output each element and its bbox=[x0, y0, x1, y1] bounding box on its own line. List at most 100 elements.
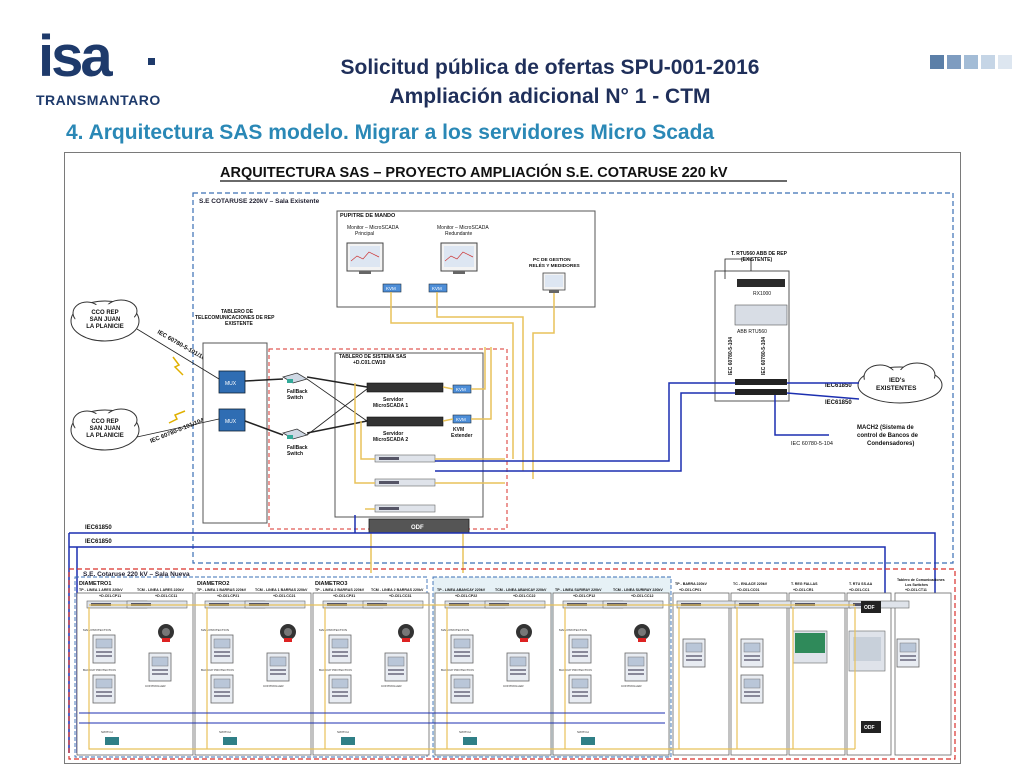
svg-text:BACKUP PROTECTION: BACKUP PROTECTION bbox=[441, 668, 474, 672]
tp-barras-2-label: TP - LINEA 1 BARRAS 220kV bbox=[197, 588, 247, 592]
page-subtitle: 4. Arquitectura SAS modelo. Migrar a los… bbox=[66, 121, 715, 144]
sala-existente-frame bbox=[192, 192, 954, 564]
decor-square-5 bbox=[998, 55, 1012, 69]
decor-square-3 bbox=[964, 55, 978, 69]
tc-enlace-label: TC - ENLACE 220kV bbox=[733, 582, 768, 586]
tp-suriray-label: TP - LINEA SURIRAY 220kV bbox=[555, 588, 602, 592]
tablero-sas-label: TABLERO DE SISTEMA SAS+D.C01.CW10 bbox=[339, 354, 407, 366]
rtu-switch-2 bbox=[735, 389, 787, 395]
cabinet-group bbox=[76, 592, 952, 756]
tcm-barras-2-code: +D.C01.CC21 bbox=[273, 594, 295, 598]
rtu-switch-1 bbox=[735, 379, 787, 385]
lightning-link-2 bbox=[168, 410, 186, 424]
sas-switch-2 bbox=[374, 478, 436, 487]
tp-linea-1-label: TP - LINEA 1 ARES 220kV bbox=[79, 588, 123, 592]
cco-cloud-1 bbox=[70, 299, 140, 342]
sala-nueva-frame bbox=[68, 568, 956, 760]
diametro3-label: DIAMETRO3 bbox=[315, 581, 347, 587]
lightning-link-1 bbox=[172, 356, 184, 376]
fallback-switch-2 bbox=[282, 428, 308, 440]
tablero-sas-panel bbox=[334, 352, 484, 518]
svg-text:BACKUP PROTECTION: BACKUP PROTECTION bbox=[319, 668, 352, 672]
rx1000-label: RX1000 bbox=[753, 291, 771, 297]
rtu-iec-104-b: IEC 60780-5-104 bbox=[761, 337, 767, 375]
monitor-redundante-icon bbox=[440, 242, 478, 274]
tcm-barras-3-label: TCM - LINEA 2 BARRAS 220kV bbox=[371, 588, 424, 592]
tp-barras-3-code: +D.C01.CP31 bbox=[333, 594, 355, 598]
iec-link-label-2: IEC 60780-5-101/104 bbox=[150, 418, 206, 445]
svg-text:MAIN PROTECTION: MAIN PROTECTION bbox=[319, 628, 347, 632]
kvm-label-2: KVM bbox=[432, 286, 442, 291]
kvm-sas-label-1: KVM bbox=[456, 387, 466, 392]
tp-barras-3-label: TP - LINEA 2 BARRAS 220kV bbox=[315, 588, 365, 592]
iec61850-label-rtu-1: IEC61850 bbox=[825, 383, 852, 389]
iec61850-bus-label-1: IEC61850 bbox=[85, 525, 112, 531]
iec-104-mach2-label: IEC 60780-5-104 bbox=[791, 441, 833, 447]
svg-text:CONTROLLER: CONTROLLER bbox=[503, 684, 524, 688]
tcm-suriray-code: +D.C01.CC12 bbox=[631, 594, 653, 598]
t-rtu-ss-label: T. RTU SS.AA bbox=[849, 582, 873, 586]
svg-text:BACKUP PROTECTION: BACKUP PROTECTION bbox=[83, 668, 116, 672]
svg-text:BACKUP PROTECTION: BACKUP PROTECTION bbox=[559, 668, 592, 672]
svg-text:SWITCH: SWITCH bbox=[101, 730, 113, 734]
kvm-box-2 bbox=[428, 283, 448, 293]
diagram-frame: ARQUITECTURA SAS – PROYECTO AMPLIACIÓN S… bbox=[64, 152, 961, 764]
decor-square-2 bbox=[947, 55, 961, 69]
svg-text:CONTROLLER: CONTROLLER bbox=[145, 684, 166, 688]
svg-text:CONTROLLER: CONTROLLER bbox=[263, 684, 284, 688]
rx1000-device bbox=[737, 279, 785, 287]
page-title-line1: Solicitud pública de ofertas SPU-001-201… bbox=[340, 56, 760, 79]
sas-switch-1 bbox=[374, 454, 436, 463]
pupitre-label: PUPITRE DE MANDO bbox=[340, 213, 396, 219]
svg-text:CONTROLLER: CONTROLLER bbox=[621, 684, 642, 688]
svg-text:SWITCH: SWITCH bbox=[219, 730, 231, 734]
odf-label-new-1: ODF bbox=[864, 605, 875, 611]
tcm-barras-2-label: TCM - LINEA 1 BARRAS 220kV bbox=[255, 588, 308, 592]
logo-transmantaro: TRANSMANTARO bbox=[36, 92, 161, 108]
t-reg-fallas-code: +D.C01.CR1 bbox=[793, 588, 813, 592]
t-rtu-ss-code: +D.C01.CC1 bbox=[849, 588, 869, 592]
sala-existente-label: S.E COTARUSE 220kV – Sala Existente bbox=[199, 198, 320, 205]
new-room-cabling bbox=[88, 604, 856, 750]
tcm-linea-1-code: +D.C01.CC11 bbox=[155, 594, 177, 598]
abb-rtu560-device bbox=[734, 304, 788, 326]
mux-label-2: MUX bbox=[225, 419, 237, 425]
mux-label-1: MUX bbox=[225, 381, 237, 387]
svg-text:BACKUP PROTECTION: BACKUP PROTECTION bbox=[201, 668, 234, 672]
odf-label-main: ODF bbox=[411, 525, 424, 531]
iec61850-bus-label-2: IEC61850 bbox=[85, 539, 112, 545]
svg-text:MAIN PROTECTION: MAIN PROTECTION bbox=[83, 628, 111, 632]
svg-text:MAIN PROTECTION: MAIN PROTECTION bbox=[201, 628, 229, 632]
tc-enlace-code: +D.C01.CC01 bbox=[737, 588, 759, 592]
odf-box-new-1 bbox=[861, 601, 881, 613]
logo-dot-decoration bbox=[148, 58, 155, 65]
tp-linea-1-code: +D.C01.CP11 bbox=[99, 594, 121, 598]
svg-text:CONTROLLER: CONTROLLER bbox=[381, 684, 402, 688]
cco-cloud-2 bbox=[70, 408, 140, 451]
svg-text:SWITCH: SWITCH bbox=[459, 730, 471, 734]
servidor-1-device bbox=[366, 382, 444, 393]
svg-text:MAIN PROTECTION: MAIN PROTECTION bbox=[559, 628, 587, 632]
ieds-existentes-cloud bbox=[857, 362, 943, 404]
iec61850-label-rtu-2: IEC61850 bbox=[825, 400, 852, 406]
diametro2-label: DIAMETRO2 bbox=[197, 581, 229, 587]
abb-rtu560-label: ABB RTU560 bbox=[737, 329, 767, 335]
cabinet-labels: TP - LINEA 1 ARES 220kV +D.C01.CP11 TCM … bbox=[79, 578, 945, 598]
iec-link-label-1: IEC 60780-5-101/104 bbox=[156, 330, 209, 364]
servidor-2-device bbox=[366, 416, 444, 427]
tcm-abancay-label: TCM - LINEA ABANCAY 220kV bbox=[495, 588, 547, 592]
kvm-sas-label-2: KVM bbox=[456, 417, 466, 422]
pc-gestion-icon bbox=[542, 272, 566, 293]
tcm-abancay-code: +D.C01.CC22 bbox=[513, 594, 535, 598]
